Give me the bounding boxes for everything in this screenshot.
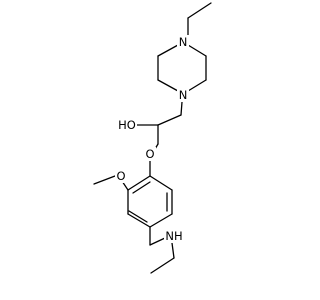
bond-lines [93,2,212,274]
atom-methoxy-oxygen: O [115,169,127,183]
bond-pip-1 [157,44,179,57]
molecule-structure: N N HO O O NH [93,2,212,274]
bond-ring-6 [127,175,151,191]
bond-ring-1 [149,175,173,191]
atom-n-piperazine-bottom: N [177,88,189,102]
atom-ether-oxygen-text: O [145,147,154,161]
bond-ethyl-top-1 [187,2,212,19]
bond-pip-6 [187,44,207,57]
atom-n-piperazine-bottom-text: N [179,88,188,102]
bond-ome-methyl [93,175,116,185]
atom-amine-text: NH [165,229,182,243]
bond-nh-ch2 [171,242,175,259]
atom-n-piperazine-top: N [177,35,189,49]
atom-amine: NH [164,229,184,243]
bond-ring-double-2 [128,210,148,223]
bond-ch2-nh [149,237,166,246]
bond-ring-3 [149,213,173,228]
atom-labels: N N HO O O NH [115,35,189,243]
atom-ether-oxygen: O [144,147,156,161]
atom-hydroxyl-text: HO [118,118,136,132]
bond-ch2-choh [157,114,182,126]
bond-ring-double-3 [132,181,151,194]
atom-methoxy-oxygen-text: O [116,169,125,183]
atom-n-piperazine-top-text: N [179,35,188,49]
bond-pip-3 [157,79,179,92]
bond-n-ch2 [180,101,183,116]
bond-ring-4 [127,213,151,228]
atom-hydroxyl: HO [116,118,137,132]
bond-pip-4 [187,79,207,92]
bond-ethyl-bottom [150,257,175,274]
